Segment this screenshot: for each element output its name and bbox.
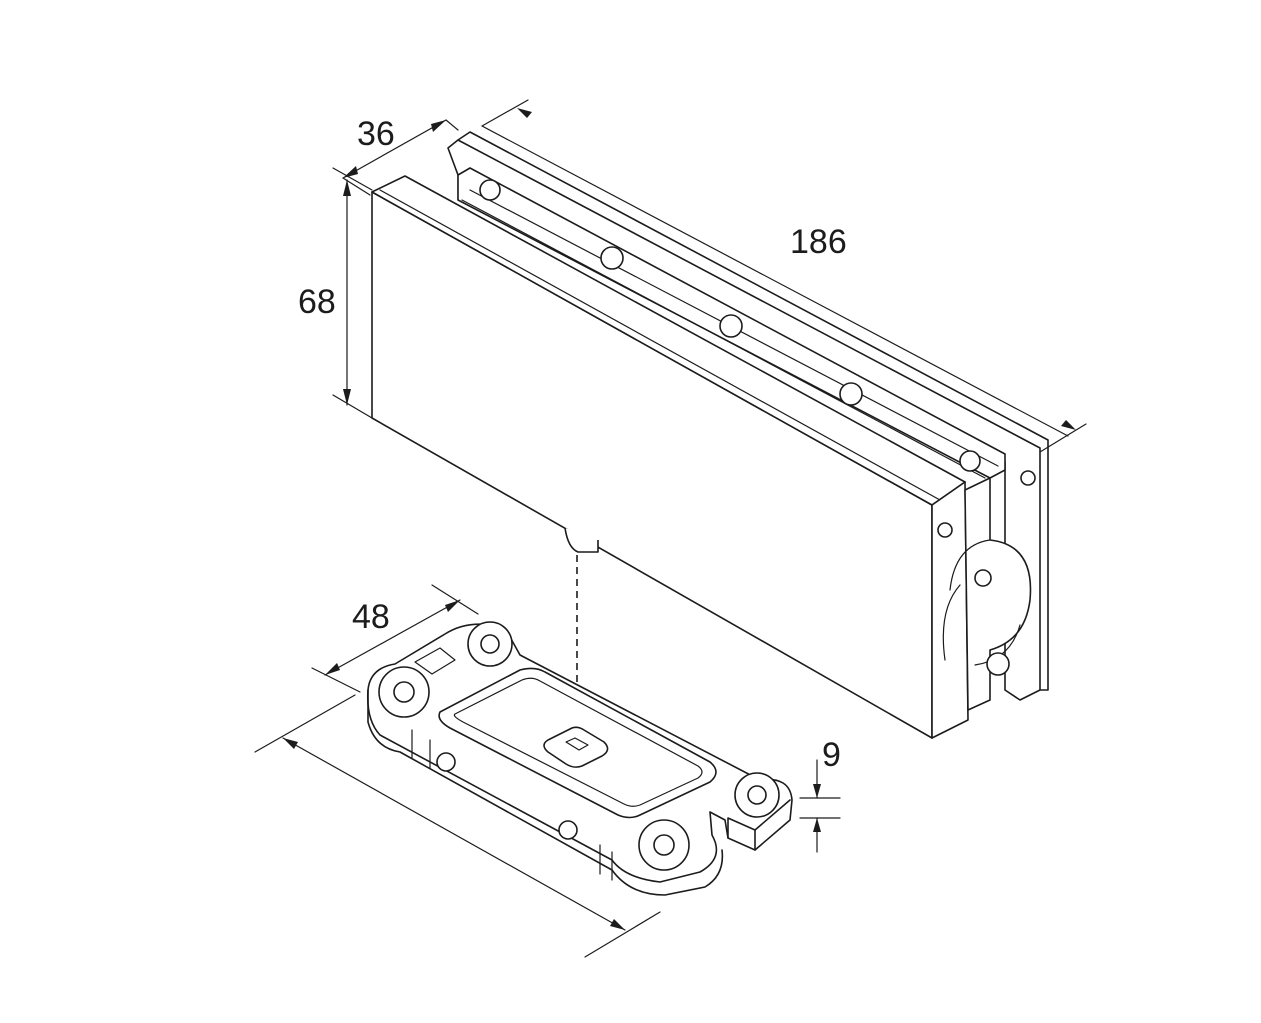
pivot-curve-1 (949, 539, 991, 591)
pivot-hole (974, 569, 992, 587)
dim-plate-length-ext-1 (254, 694, 356, 753)
screw-hole-2 (600, 246, 624, 270)
dim-186-ext-1 (481, 99, 529, 127)
dim-186-arrow-2 (1061, 420, 1076, 430)
dim-plate-length-line (282, 737, 626, 931)
boss-top-right-hole (480, 634, 500, 654)
dim-9-arrow-2 (813, 818, 821, 832)
dim-186-arrow-1 (517, 108, 532, 118)
boss-left-hole (393, 681, 415, 703)
boss-bottom-hole (653, 834, 675, 856)
front-plate-end (931, 481, 969, 739)
screw-hole-5 (959, 450, 981, 472)
dimension-lines: 36 68 186 48 9 (254, 99, 1087, 958)
dim-68-ext-1 (332, 167, 373, 191)
floor-plate (366, 621, 793, 896)
plate-side-hole-2 (558, 820, 578, 840)
dim-9-arrow-1 (813, 784, 821, 798)
pivot-cam (964, 477, 1032, 711)
dim-36-ext-2 (445, 119, 459, 131)
dim-48-arrow-1 (325, 663, 340, 675)
screw-hole-3 (719, 314, 743, 338)
pivot-curve-3 (974, 624, 1021, 666)
screw-hole-4 (839, 382, 863, 406)
end-hole-1 (937, 522, 953, 538)
dim-68-arrow-1 (343, 180, 351, 196)
screw-hole-6 (1020, 470, 1036, 486)
dim-9-label: 9 (822, 736, 841, 774)
dim-68-arrow-2 (343, 389, 351, 405)
front-plate-top-inner (379, 189, 941, 501)
dim-36-label: 36 (357, 115, 395, 153)
dim-68-label: 68 (298, 283, 336, 321)
pocket-outer (438, 667, 717, 819)
dim-48-ext-1 (311, 667, 361, 693)
pivot-screw (986, 652, 1010, 676)
pocket-inner (453, 677, 703, 807)
dim-48-ext-2 (431, 584, 479, 615)
pivot-curve-2 (942, 584, 961, 661)
rail-inner-line-2 (461, 199, 986, 479)
screw-hole-1 (479, 179, 501, 201)
center-socket (543, 726, 609, 768)
plate-bottom-edge (367, 689, 724, 896)
dim-186-ext-2 (1039, 423, 1087, 453)
plate-block (414, 647, 456, 675)
plate-side-hole-1 (436, 752, 456, 772)
dim-48-label: 48 (352, 598, 390, 636)
dim-48-arrow-2 (445, 600, 460, 612)
dim-68-ext-2 (332, 394, 373, 419)
hinge-body (371, 131, 1049, 739)
boss-right-hole (747, 785, 767, 805)
socket-inner (565, 737, 589, 751)
dim-plate-length-arrow-1 (283, 738, 298, 749)
dim-186-label: 186 (790, 223, 847, 261)
spindle-stub (564, 527, 599, 553)
back-plate-top-edge (457, 131, 1049, 691)
dim-36-arrow-1 (343, 166, 358, 178)
dim-36-arrow-2 (431, 120, 446, 132)
dim-plate-length-ext-2 (584, 911, 661, 958)
dim-plate-length-arrow-2 (610, 919, 625, 930)
slot-notch (727, 799, 791, 839)
dim-48-line (324, 599, 461, 676)
dim-186-line (481, 125, 1069, 437)
dim-36-line (342, 119, 447, 179)
